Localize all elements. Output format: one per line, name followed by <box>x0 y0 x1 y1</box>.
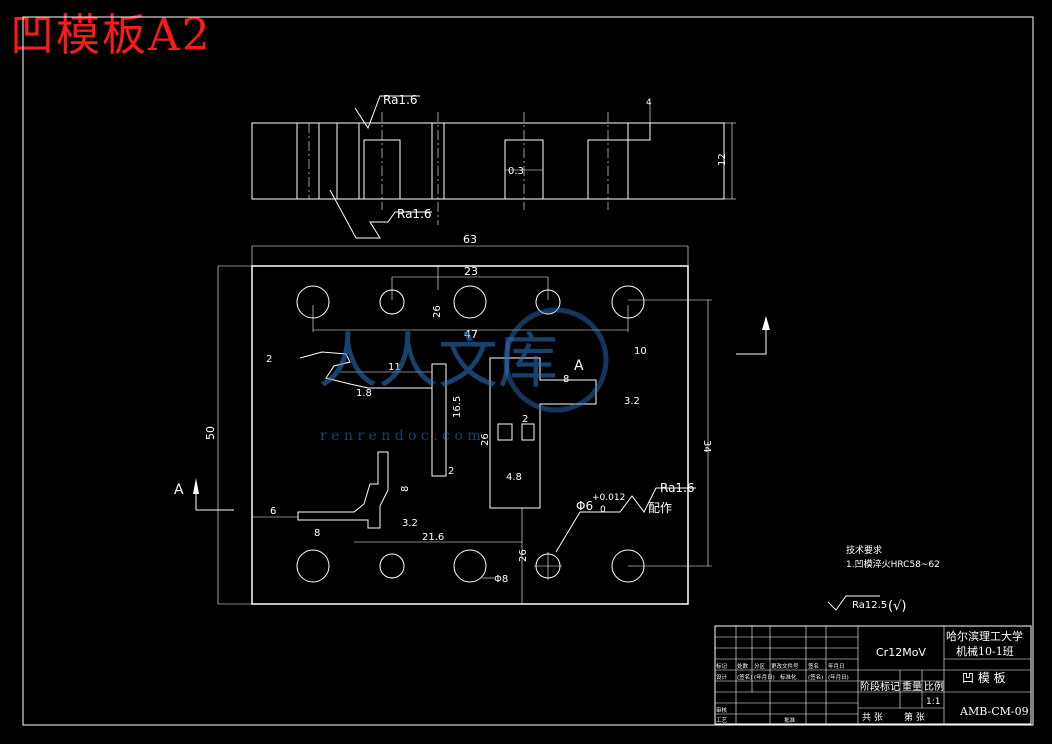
tb-row-a-2: 分区 <box>754 662 766 670</box>
tb-scale: 1:1 <box>926 697 940 707</box>
title-block: 标记 处数 分区 更改文件号 签名 年月日 设计 (签名) (年月日) 标准化 … <box>714 625 1032 725</box>
tb-drawing-no: AMB-CM-09 <box>959 705 1029 718</box>
tech-heading: 技术要求 <box>846 544 882 556</box>
dim-4-8: 4.8 <box>506 472 522 483</box>
roughness-general-suffix: (√) <box>888 599 906 614</box>
dim-1-8: 1.8 <box>356 388 372 399</box>
die-opening-profile <box>297 351 597 529</box>
tb-row-b-0: 设计 <box>716 673 728 681</box>
tb-material: Cr12MoV <box>876 646 926 659</box>
holes-top-row <box>296 285 645 319</box>
dim-6: 6 <box>270 506 276 517</box>
dim-26-mid: 26 <box>480 433 491 446</box>
dim-26-top: 26 <box>432 305 443 318</box>
dim-47: 47 <box>464 328 478 341</box>
tb-row-b-3: 标准化 <box>780 673 797 681</box>
tech-item-1: 1.凹模淬火HRC58~62 <box>846 558 940 570</box>
dim-23: 23 <box>464 265 478 278</box>
dim-8-sub: 8 <box>400 486 411 492</box>
dim-8-low: 8 <box>314 528 320 539</box>
tb-row-b-5: (年月日) <box>828 673 849 681</box>
dim-16-5: 16.5 <box>452 396 463 418</box>
dim-height-50: 50 <box>204 426 217 440</box>
dim-thickness-12: 12 <box>717 153 728 166</box>
section-view: Ra1.6 Ra1.6 0.3 12 4 <box>251 93 736 239</box>
tb-row-d-2: 批准 <box>784 716 796 724</box>
tb-sheet-no: 第 张 <box>904 711 925 723</box>
tb-school: 哈尔滨理工大学 <box>946 629 1023 643</box>
roughness-general: Ra12.5 <box>852 600 887 611</box>
section-marker-left: A <box>174 482 184 498</box>
dim-4: 4 <box>646 98 652 108</box>
tb-row-b-1: (签名) <box>737 673 752 681</box>
roughness-hole: Ra1.6 <box>660 481 695 495</box>
tb-sheets-total: 共 张 <box>862 712 883 723</box>
dim-3-2-low: 3.2 <box>402 518 418 529</box>
tb-row-c-0: 审核 <box>716 706 728 714</box>
tb-row-b-4: (签名) <box>808 673 823 681</box>
tb-part-name: 凹 模 板 <box>962 671 1006 685</box>
tb-row-a-5: 年月日 <box>828 662 845 670</box>
dim-8-right: 8 <box>563 374 569 385</box>
dim-phi8: Φ8 <box>494 574 508 585</box>
dim-26-bottom: 26 <box>518 549 529 562</box>
section-label-right: A <box>574 358 584 374</box>
hole-dia: Φ6 <box>576 499 593 513</box>
tb-weight: 重量 <box>902 680 922 693</box>
watermark: 人人文库 r e n r e n d o c . c o m <box>318 307 609 444</box>
drawing-frame <box>22 16 1034 726</box>
dim-2-left: 2 <box>266 354 272 365</box>
tb-row-a-3: 更改文件号 <box>771 662 799 670</box>
tb-stage-mark: 阶段标记 <box>860 680 900 693</box>
tb-row-b-2: (年月日) <box>754 673 775 681</box>
holes-bottom-row <box>296 549 645 583</box>
plan-view: 63 50 23 26 47 34 <box>174 233 770 605</box>
dim-10: 10 <box>634 346 647 357</box>
dim-3-2-right: 3.2 <box>624 396 640 407</box>
watermark-main: 人人文库 <box>318 327 558 397</box>
tb-row-a-1: 处数 <box>737 662 749 670</box>
watermark-url: r e n r e n d o c . c o m <box>320 428 481 444</box>
dim-0-3: 0.3 <box>508 166 524 177</box>
tb-row-a-4: 签名 <box>808 662 819 670</box>
tb-row-a-0: 标记 <box>716 662 728 670</box>
hole-tol-low: 0 <box>600 505 606 515</box>
hole-tol-up: +0.012 <box>592 493 625 503</box>
tb-row-d-0: 工艺 <box>716 717 728 724</box>
hole-note: 配作 <box>648 501 672 515</box>
dim-2-right: 2 <box>522 414 528 425</box>
roughness-bottom: Ra1.6 <box>397 207 432 221</box>
dim-2-mid: 2 <box>448 466 454 477</box>
tb-scale-label: 比例 <box>924 680 944 693</box>
drawing-title: 凹模板A2 <box>10 10 212 61</box>
dim-34: 34 <box>701 440 712 453</box>
tb-class: 机械10-1班 <box>956 644 1014 658</box>
dim-width-63: 63 <box>463 233 477 246</box>
dim-11: 11 <box>388 362 401 373</box>
dim-21-6: 21.6 <box>422 532 444 543</box>
roughness-top: Ra1.6 <box>383 93 418 107</box>
